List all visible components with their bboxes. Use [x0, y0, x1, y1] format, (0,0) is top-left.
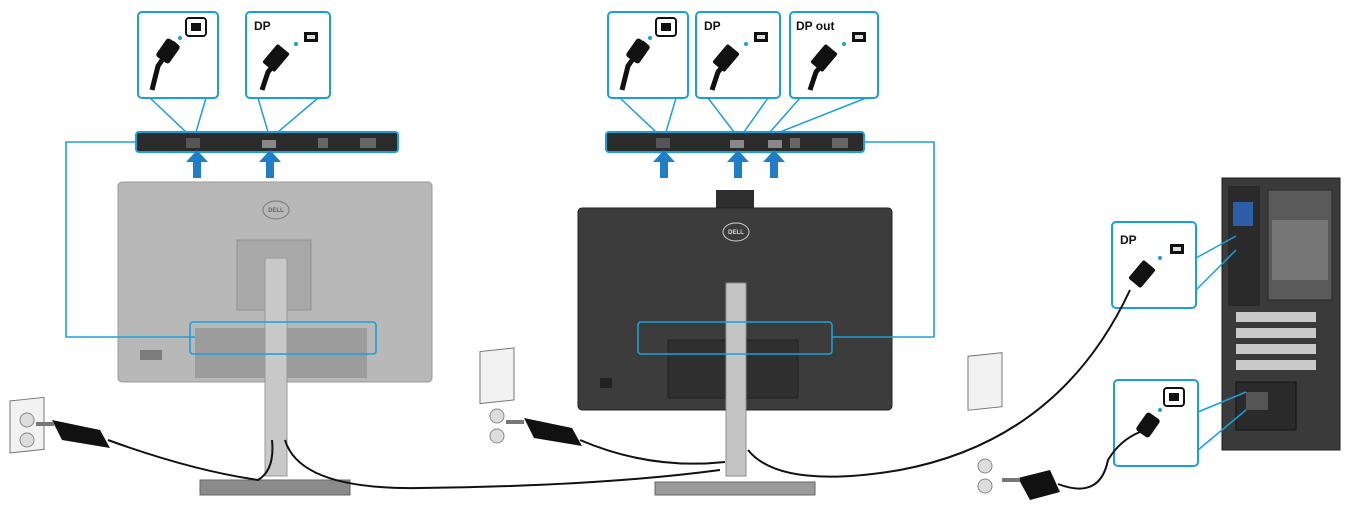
tower-slot-4 [1236, 360, 1316, 370]
power-plug-icon [36, 420, 110, 448]
callout-monitor-2-power [607, 11, 689, 133]
displayport-connector-icon [1170, 244, 1184, 254]
power-plug-3 [1018, 470, 1060, 500]
callout-computer-dp: DP [1111, 221, 1237, 309]
dp-label-monitor-1: DP [254, 19, 271, 33]
cables [107, 289, 1141, 490]
dp-label-monitor-2: DP [704, 19, 721, 33]
monitor-1-stand-neck [264, 257, 288, 477]
monitor-1-logo-badge [262, 200, 290, 220]
callout-monitor-2-dp-out: DP out [769, 11, 879, 133]
displayport-connector-icon [852, 32, 866, 42]
wall-outlet-3 [967, 352, 1003, 411]
tower-slot-3 [1236, 344, 1316, 354]
callout-computer-power [1113, 379, 1247, 467]
cable-power-monitor-1 [107, 439, 274, 482]
tower-vga-port [1233, 202, 1253, 226]
wall-outlet-2 [479, 347, 515, 405]
cable-dp-monitor-2-to-computer [747, 289, 1131, 478]
cable-dp-monitor-1-to-2 [284, 439, 721, 490]
port-arrows [186, 150, 785, 178]
tower-psu-socket [1246, 392, 1268, 410]
monitor-2: DELL [577, 190, 893, 496]
wall-outlet-icon [9, 396, 45, 454]
monitor-2-stand-base [654, 481, 816, 496]
callout-outlines [65, 141, 935, 355]
dp-label-computer: DP [1120, 233, 1137, 247]
cable-power-computer [1057, 431, 1141, 490]
power-plug-2 [524, 418, 582, 446]
tower-vent-top-inner [1272, 220, 1328, 280]
wall-outlet-icon [967, 352, 1003, 494]
arrow-monitor-1-dp [259, 150, 281, 178]
arrow-monitor-2-dp [727, 150, 749, 178]
monitor-2-stand-neck [725, 282, 747, 477]
displayport-connector-icon [304, 32, 318, 42]
callout-monitor-1-dp: DP [245, 11, 331, 133]
callout-monitor-1-power [137, 11, 219, 133]
wall-outlet-icon [479, 347, 515, 444]
monitor-1-port-bay-outline [189, 321, 377, 355]
arrow-monitor-2-dp-out [763, 150, 785, 178]
monitor-1-buttons [140, 350, 162, 360]
tower-slot-2 [1236, 328, 1316, 338]
arrow-monitor-1-power [186, 150, 208, 178]
monitor-1-connector-panel [135, 131, 399, 153]
monitor-2-logo: DELL [728, 230, 744, 236]
dp-out-label-monitor-2: DP out [796, 19, 834, 33]
monitor-2-connector-panel [605, 131, 865, 153]
callout-monitor-2-dp: DP [695, 11, 781, 133]
monitor-2-logo-badge [722, 222, 750, 242]
power-connector-icon [1163, 387, 1185, 407]
cable-power-monitor-2 [579, 439, 726, 465]
monitor-2-port-bay-outline [637, 321, 833, 355]
monitor-2-panel-outline [832, 141, 935, 338]
power-plug-1 [52, 420, 110, 448]
power-connector-icon [655, 17, 677, 37]
monitor-1-logo: DELL [268, 208, 284, 214]
power-plug-icon [506, 418, 582, 446]
power-connector-icon [185, 17, 207, 37]
displayport-connector-icon [754, 32, 768, 42]
monitor-1-stand-base [199, 479, 351, 496]
computer-tower [1221, 177, 1341, 451]
tower-slot-1 [1236, 312, 1316, 322]
power-plug-icon [1002, 470, 1060, 500]
monitor-1: DELL [117, 181, 433, 496]
monitor-1-panel-outline [65, 141, 195, 338]
arrow-monitor-2-power [653, 150, 675, 178]
monitor-2-power-button [600, 378, 612, 388]
